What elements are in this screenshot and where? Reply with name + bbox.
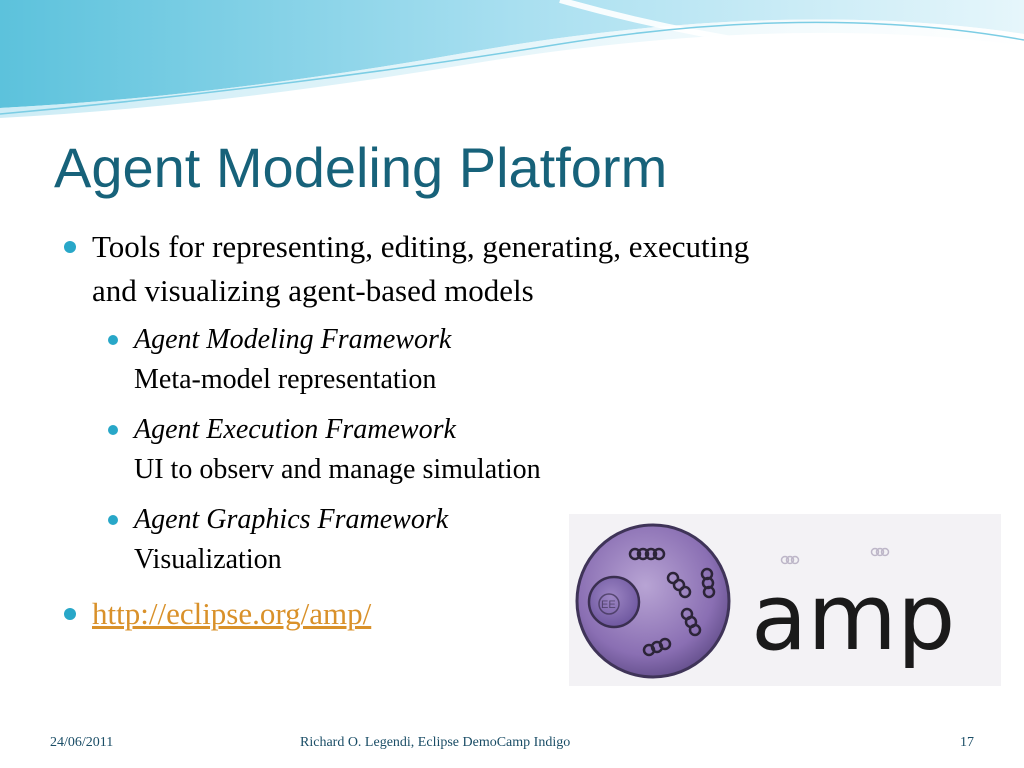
amp-website-link[interactable]: http://eclipse.org/amp/	[92, 596, 372, 631]
header-wave-decoration	[0, 0, 1024, 119]
footer-author: Richard O. Legendi, Eclipse DemoCamp Ind…	[300, 735, 571, 750]
amp-logo: EE amp	[569, 514, 1001, 686]
amp-logo-wordmark: amp	[751, 564, 955, 671]
sub-bullet-amf: Agent Modeling Framework Meta-model repr…	[108, 320, 708, 400]
bullet-dot-icon	[64, 608, 76, 620]
footer-page-number: 17	[960, 735, 974, 750]
bullet-dot-icon	[64, 241, 76, 253]
bullet-dot-icon	[108, 335, 118, 345]
sub-bullet-aef-name: Agent Execution Framework	[134, 414, 456, 445]
sub-bullet-amf-desc: Meta-model representation	[134, 364, 437, 395]
sub-bullet-agf-desc: Visualization	[134, 544, 282, 575]
sub-bullet-amf-name: Agent Modeling Framework	[134, 324, 452, 355]
sub-bullet-aef-desc: UI to observ and manage simulation	[134, 454, 541, 485]
amp-logo-small-text: EE	[601, 599, 616, 611]
slide-title: Agent Modeling Platform	[54, 136, 668, 199]
footer-date: 24/06/2011	[50, 735, 114, 750]
bullet-dot-icon	[108, 515, 118, 525]
amp-logo-graphic: EE amp	[575, 523, 955, 679]
sub-bullet-agf-name: Agent Graphics Framework	[134, 504, 449, 535]
bullet-tools: Tools for representing, editing, generat…	[64, 225, 964, 313]
bullet-link: http://eclipse.org/amp/	[64, 592, 964, 636]
bullet-dot-icon	[108, 425, 118, 435]
bullet-tools-line1: Tools for representing, editing, generat…	[92, 229, 750, 264]
bullet-tools-line2: and visualizing agent-based models	[92, 273, 534, 308]
sub-bullet-aef: Agent Execution Framework UI to observ a…	[108, 410, 708, 490]
sub-bullet-agf: Agent Graphics Framework Visualization	[108, 500, 708, 580]
